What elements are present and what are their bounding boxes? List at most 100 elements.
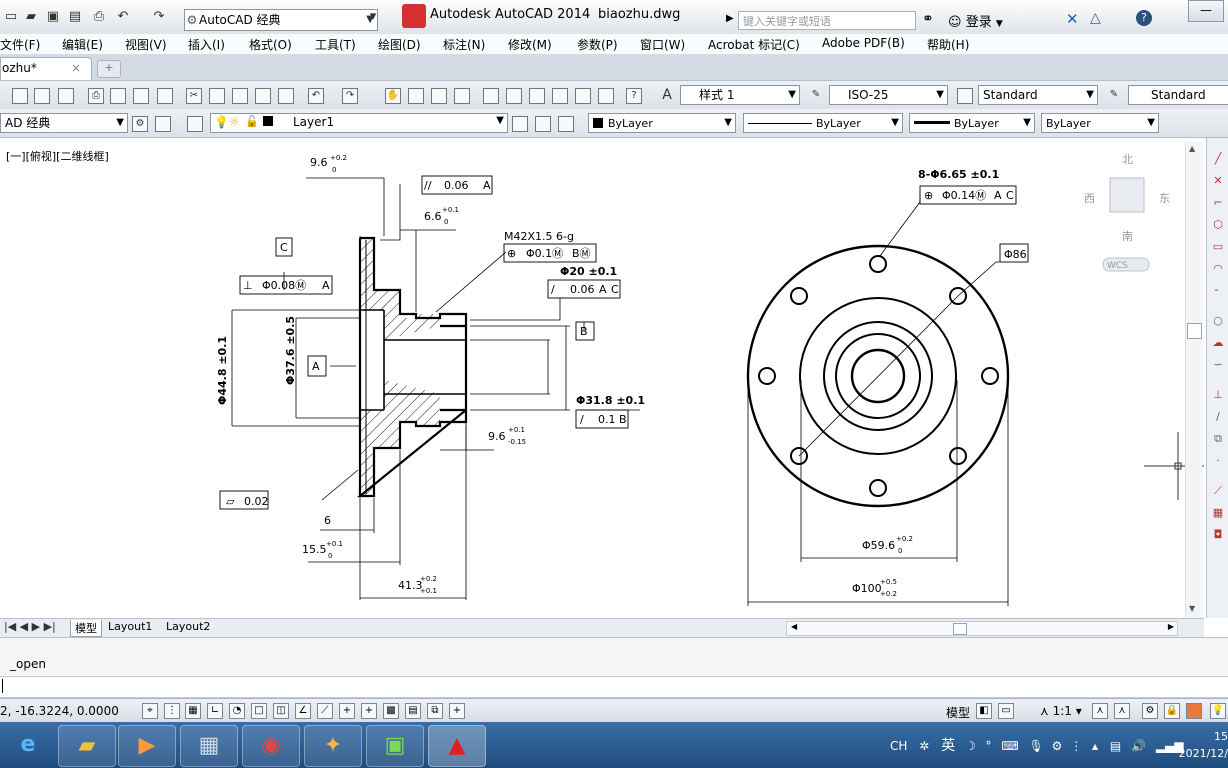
3dprint-icon[interactable] <box>157 88 173 104</box>
make-current-layer-icon[interactable] <box>512 116 528 132</box>
auto-scale-icon[interactable]: ⋏ <box>1114 703 1130 719</box>
binoculars-icon[interactable]: ⚭ <box>922 11 934 27</box>
osnap-icon[interactable]: □ <box>251 703 267 719</box>
autocad-taskbar-icon[interactable]: ▲ <box>428 725 486 767</box>
gradient-icon[interactable]: ▦ <box>1212 506 1224 519</box>
menu-edit[interactable]: 编辑(E) <box>62 38 103 52</box>
multileader-style-icon[interactable]: ✎ <box>1109 89 1119 100</box>
menu-file[interactable]: 文件(F) <box>0 38 41 52</box>
minimize-button[interactable]: — <box>1188 0 1224 22</box>
hscroll-thumb[interactable] <box>953 623 967 635</box>
redo-icon[interactable]: ↷ <box>153 9 165 24</box>
menu-acrobat[interactable]: Acrobat 标记(C) <box>708 38 800 52</box>
menu-tools[interactable]: 工具(T) <box>315 38 356 52</box>
properties-icon[interactable] <box>483 88 499 104</box>
block-editor-icon[interactable] <box>278 88 294 104</box>
workspace-switch-icon[interactable]: ⚙ <box>1142 703 1158 719</box>
annotation-monitor-icon[interactable]: + <box>449 703 465 719</box>
arc-icon[interactable]: ◠ <box>1213 262 1223 275</box>
tick-icon[interactable]: ╴ <box>1214 284 1222 297</box>
new-file-icon[interactable]: ▭ <box>4 9 18 24</box>
quick-view-layouts-icon[interactable]: ◧ <box>976 703 992 719</box>
ortho-icon[interactable]: ∟ <box>207 703 223 719</box>
calculator-icon[interactable] <box>598 88 614 104</box>
menu-view[interactable]: 视图(V) <box>125 38 167 52</box>
table-style-select[interactable]: Standard▼ <box>978 85 1098 105</box>
text-style-select[interactable]: 样式 1▼ <box>680 85 800 105</box>
image-app-icon[interactable]: ✦ <box>304 725 362 767</box>
chrome-icon[interactable]: ◉ <box>242 725 300 767</box>
zoom-previous-icon[interactable] <box>454 88 470 104</box>
layer-previous-icon[interactable] <box>535 116 551 132</box>
clock[interactable]: 15 2021/12/ <box>1176 728 1228 762</box>
region-icon[interactable]: ◘ <box>1213 528 1223 541</box>
menu-insert[interactable]: 插入(I) <box>188 38 225 52</box>
keyboard-icon[interactable]: ⌨ <box>1001 739 1019 753</box>
first-tab-icon[interactable]: |◀ ◀ ▶ ▶| <box>4 620 56 633</box>
insert-block-icon[interactable]: ⧉ <box>1214 432 1222 445</box>
help-icon[interactable]: ? <box>1136 10 1152 26</box>
ime-menu-icon[interactable]: ⋮ <box>1070 739 1083 753</box>
copy-icon[interactable] <box>209 88 225 104</box>
otrack-icon[interactable]: ∠ <box>295 703 311 719</box>
ducs-icon[interactable]: ⟋ <box>317 703 333 719</box>
zoom-realtime-icon[interactable] <box>408 88 424 104</box>
menu-adobe-pdf[interactable]: Adobe PDF(B) <box>822 36 905 50</box>
menu-modify[interactable]: 修改(M) <box>508 38 552 52</box>
open-icon[interactable] <box>34 88 50 104</box>
color-select[interactable]: ByLayer▼ <box>588 113 736 133</box>
save-icon[interactable]: ▣ <box>46 9 60 24</box>
markup-icon[interactable] <box>575 88 591 104</box>
settings-icon[interactable]: ⚙ <box>1051 739 1063 753</box>
layer-state-icon[interactable] <box>558 116 574 132</box>
workspace-lock-icon[interactable] <box>155 116 171 132</box>
drawing-canvas[interactable]: 9.6 +0.2 0 // 0.06 A 6.6 +0.1 0 C ⊥ Φ0.0… <box>0 138 1204 619</box>
dimension-style-icon[interactable]: ✎ <box>811 89 821 100</box>
ellipse-arc-icon[interactable]: / <box>1216 410 1220 423</box>
paste-icon[interactable] <box>232 88 248 104</box>
moon-icon[interactable]: ☽ <box>964 739 976 753</box>
plotstyle-select[interactable]: ByLayer▼ <box>1041 113 1159 133</box>
menu-dimension[interactable]: 标注(N) <box>443 38 486 52</box>
login-button[interactable]: ☺ 登录 ▼ <box>948 11 1003 30</box>
viewport-label[interactable]: [一][俯视][二维线框] <box>6 150 109 163</box>
a360-icon[interactable]: △ <box>1090 10 1101 26</box>
plot-preview-icon[interactable] <box>110 88 126 104</box>
scroll-up-icon[interactable]: ▲ <box>1189 144 1196 153</box>
signal-icon[interactable]: ▂▄▆ <box>1155 739 1184 753</box>
selection-cycling-icon[interactable]: ⧉ <box>427 703 443 719</box>
calculator-app-icon[interactable]: ▦ <box>180 725 238 767</box>
picture-viewer-icon[interactable]: ▣ <box>366 725 424 767</box>
network-icon[interactable]: ▤ <box>1109 739 1122 753</box>
tool-palettes-icon[interactable] <box>529 88 545 104</box>
scroll-left-icon[interactable]: ◀ <box>791 622 798 631</box>
horizontal-scrollbar[interactable]: ◀ ▶ <box>786 621 1178 636</box>
dyn-icon[interactable]: + <box>339 703 355 719</box>
help-icon[interactable]: ? <box>626 88 642 104</box>
multileader-style-select[interactable]: Standard <box>1128 85 1228 105</box>
ie-icon[interactable]: e <box>20 732 36 757</box>
ime-indicator[interactable]: CH <box>890 739 908 753</box>
rectangle-icon[interactable]: ▭ <box>1212 240 1224 253</box>
lineweight-toggle-icon[interactable]: + <box>361 703 377 719</box>
volume-icon[interactable]: 🔊 <box>1131 739 1146 753</box>
microphone-icon[interactable]: 🎙 <box>1028 739 1044 753</box>
text-style-icon[interactable]: A <box>662 87 672 103</box>
transparency-icon[interactable]: ▩ <box>383 703 399 719</box>
plot-icon[interactable]: ⎙ <box>88 88 104 104</box>
save-as-icon[interactable]: ▤ <box>68 9 82 24</box>
ime-app-icon[interactable]: ✲ <box>919 739 930 753</box>
polygon-icon[interactable]: ⬡ <box>1213 218 1223 231</box>
show-hidden-icon[interactable]: ▴ <box>1092 739 1099 753</box>
file-explorer-icon[interactable]: ▰ <box>58 725 116 767</box>
ellipse-icon[interactable]: ⊥ <box>1213 388 1223 401</box>
annotation-visibility-icon[interactable]: ⋏ <box>1092 703 1108 719</box>
workspace-select[interactable]: ⚙AutoCAD 经典▼ <box>184 9 378 31</box>
layer-select[interactable]: 💡 ☼ 🔓 Layer1 ▼ <box>210 113 508 133</box>
workspace-settings-icon[interactable]: ⚙ <box>132 116 148 132</box>
media-player-icon[interactable]: ▶ <box>118 725 176 767</box>
annotation-scale[interactable]: ⋏ 1:1 ▾ <box>1040 704 1082 718</box>
revcloud-icon[interactable]: ☁ <box>1212 336 1224 349</box>
cut-icon[interactable]: ✂ <box>186 88 202 104</box>
quick-properties-icon[interactable]: ▤ <box>405 703 421 719</box>
